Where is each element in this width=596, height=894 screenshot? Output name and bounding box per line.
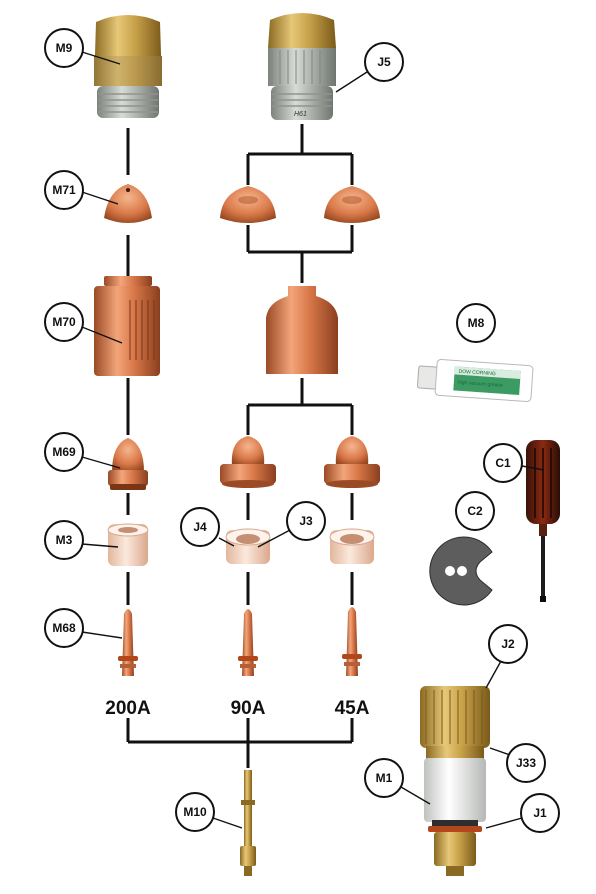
svg-text:M70: M70 bbox=[52, 315, 76, 329]
callout-m10: M10 bbox=[175, 792, 215, 832]
electrode-right bbox=[342, 607, 362, 676]
amperage-200a: 200A bbox=[105, 698, 151, 719]
svg-text:J5: J5 bbox=[377, 55, 391, 69]
svg-text:J33: J33 bbox=[516, 756, 536, 770]
callout-j33: J33 bbox=[506, 743, 546, 783]
svg-text:J4: J4 bbox=[193, 520, 207, 534]
callout-m69: M69 bbox=[44, 432, 84, 472]
callout-j4: J4 bbox=[180, 507, 220, 547]
shield-left bbox=[220, 186, 276, 223]
svg-text:M68: M68 bbox=[52, 621, 76, 635]
nozzle-left bbox=[220, 436, 276, 488]
callout-m70: M70 bbox=[44, 302, 84, 342]
retaining-cap-m9 bbox=[94, 15, 162, 118]
nozzle-m69 bbox=[108, 438, 148, 490]
svg-text:M1: M1 bbox=[376, 771, 393, 785]
tube-text: high vacuum grease bbox=[458, 380, 504, 389]
shield-right bbox=[324, 186, 380, 223]
connector-lines bbox=[126, 124, 354, 768]
callout-j2: J2 bbox=[488, 624, 528, 664]
torch-head-assembly bbox=[420, 686, 490, 876]
callout-m3: M3 bbox=[44, 520, 84, 560]
swirl-ring-m3 bbox=[107, 523, 149, 566]
callout-m9: M9 bbox=[44, 28, 84, 68]
wrench-plate-c2 bbox=[429, 536, 493, 606]
swirl-ring-right bbox=[329, 528, 375, 564]
callout-m71: M71 bbox=[44, 170, 84, 210]
leader-lines bbox=[81, 51, 545, 829]
electrode-left bbox=[238, 609, 258, 676]
callout-j1: J1 bbox=[520, 793, 560, 833]
svg-text:C1: C1 bbox=[495, 456, 511, 470]
svg-text:M9: M9 bbox=[56, 41, 73, 55]
callout-c1: C1 bbox=[483, 443, 523, 483]
svg-text:J2: J2 bbox=[501, 637, 515, 651]
callout-m1: M1 bbox=[364, 758, 404, 798]
callout-m68: M68 bbox=[44, 608, 84, 648]
nut-stamp: H61 bbox=[294, 111, 307, 118]
swirl-ring-left bbox=[225, 528, 271, 564]
callout-m8: M8 bbox=[456, 303, 496, 343]
screwdriver-c1 bbox=[526, 440, 560, 602]
retaining-cap-j5: H61 bbox=[268, 13, 336, 120]
callout-j3: J3 bbox=[286, 501, 326, 541]
electrode-m68 bbox=[118, 609, 138, 676]
water-tube-m10 bbox=[240, 770, 256, 876]
retaining-cap-m70 bbox=[94, 276, 160, 376]
nozzle-right bbox=[324, 436, 380, 488]
amperage-45a: 45A bbox=[335, 698, 370, 719]
svg-text:J1: J1 bbox=[533, 806, 547, 820]
svg-text:M8: M8 bbox=[468, 316, 485, 330]
callout-j5: J5 bbox=[364, 42, 404, 82]
svg-text:M71: M71 bbox=[52, 183, 76, 197]
tube-brand: DOW CORNING bbox=[458, 369, 496, 378]
grease-tube-m8: DOW CORNING high vacuum grease bbox=[417, 358, 534, 403]
shield-m71 bbox=[104, 184, 152, 223]
svg-text:M69: M69 bbox=[52, 445, 76, 459]
svg-text:M10: M10 bbox=[183, 805, 207, 819]
retaining-cap-j bbox=[266, 286, 338, 374]
svg-text:C2: C2 bbox=[467, 504, 483, 518]
svg-text:J3: J3 bbox=[299, 514, 313, 528]
svg-text:M3: M3 bbox=[56, 533, 73, 547]
callout-c2: C2 bbox=[455, 491, 495, 531]
amperage-90a: 90A bbox=[231, 698, 266, 719]
